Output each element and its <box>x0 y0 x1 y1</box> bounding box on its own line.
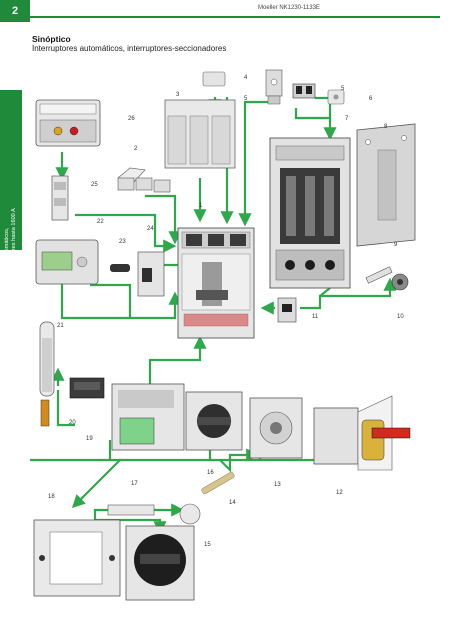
callout-13: 13 <box>274 482 281 488</box>
component-9 <box>365 266 393 284</box>
component-26 <box>35 99 101 147</box>
callout-5b: 5 <box>341 86 345 92</box>
component-5-lug <box>265 69 283 105</box>
page-title: Sinóptico <box>32 34 71 44</box>
callout-18: 18 <box>48 494 55 500</box>
header-rule <box>30 16 440 18</box>
component-19 <box>111 383 185 451</box>
page-number: 2 <box>0 0 30 22</box>
callout-2: 2 <box>134 146 138 152</box>
component-10 <box>391 273 409 291</box>
component-small-round <box>179 503 201 525</box>
callout-9: 9 <box>394 242 398 248</box>
callout-3: 3 <box>176 92 180 98</box>
callout-19: 19 <box>86 436 93 442</box>
callout-20: 20 <box>69 420 76 426</box>
component-14 <box>201 471 235 495</box>
callout-23: 23 <box>119 239 126 245</box>
callout-5: 5 <box>244 96 248 102</box>
component-24 <box>137 251 165 297</box>
component-7 <box>269 137 351 289</box>
component-8 <box>356 123 416 247</box>
component-5-terminals <box>292 83 316 99</box>
component-11 <box>277 297 297 323</box>
component-15 <box>125 525 195 601</box>
component-3 <box>164 99 236 169</box>
component-22 <box>35 239 99 285</box>
callout-25: 25 <box>91 182 98 188</box>
component-23 <box>110 264 130 272</box>
callout-16: 16 <box>207 470 214 476</box>
section-side-tab: Interruptores automáticos, interruptores… <box>0 90 22 312</box>
component-20 <box>69 377 105 399</box>
component-4 <box>202 71 226 87</box>
component-17 <box>107 504 155 516</box>
component-18 <box>33 519 121 597</box>
callout-14: 14 <box>229 500 236 506</box>
callout-15: 15 <box>204 542 211 548</box>
component-16 <box>185 391 243 451</box>
callout-17: 17 <box>131 481 138 487</box>
component-1-circuit-breaker <box>177 227 255 339</box>
callout-7: 7 <box>345 116 349 122</box>
callout-10: 10 <box>397 314 404 320</box>
callout-8: 8 <box>384 124 388 130</box>
callout-1: 1 <box>199 203 203 209</box>
callout-11: 11 <box>312 314 319 320</box>
callout-12: 12 <box>336 490 343 496</box>
callout-4: 4 <box>244 75 248 81</box>
callout-6: 6 <box>369 96 373 102</box>
component-25 <box>51 175 69 221</box>
component-21 <box>39 321 55 427</box>
page-subtitle: Interruptores automáticos, interruptores… <box>32 44 227 53</box>
callout-24: 24 <box>147 226 154 232</box>
component-12 <box>313 395 411 471</box>
callout-21: 21 <box>57 323 64 329</box>
component-2 <box>117 167 171 193</box>
callout-22: 22 <box>97 219 104 225</box>
callout-26: 26 <box>128 116 135 122</box>
component-13 <box>249 397 303 459</box>
callout-labels: 1 2 3 4 5 6 7 8 9 10 11 12 13 14 15 16 1… <box>48 75 404 548</box>
document-reference: Moeller NK1230-1133E <box>258 5 320 11</box>
component-6 <box>327 89 345 105</box>
